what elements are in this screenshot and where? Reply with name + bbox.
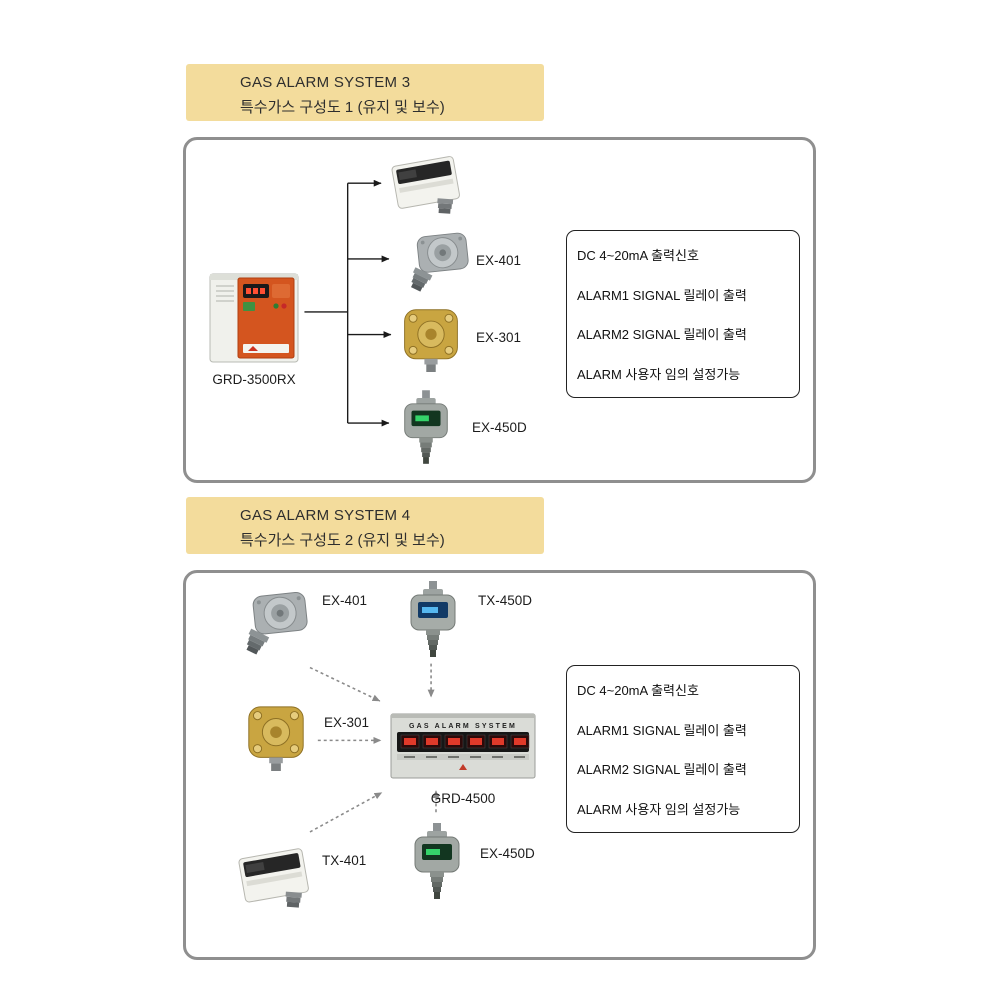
- section1-connection-lines: [304, 179, 392, 427]
- ex-401-label: EX-401: [476, 253, 522, 268]
- ex-301-detector-image: [242, 699, 310, 775]
- section2-connection-arrows: [309, 663, 440, 833]
- spec-line: ALARM2 SIGNAL 릴레이 출력: [577, 762, 747, 778]
- ex-401-detector-image: [396, 228, 476, 294]
- section2-diagram-panel: EX-401 TX-450D: [183, 570, 816, 960]
- section1-header: GAS ALARM SYSTEM 3 특수가스 구성도 1 (유지 및 보수): [186, 64, 544, 121]
- section1-subtitle: 특수가스 구성도 1 (유지 및 보수): [240, 99, 445, 116]
- spec-line: ALARM1 SIGNAL 릴레이 출력: [577, 287, 747, 303]
- spec-line: DC 4~20mA 출력신호: [577, 248, 699, 263]
- spec-line: ALARM 사용자 임의 설정가능: [577, 801, 741, 817]
- grd-3500rx-controller-image: [206, 266, 302, 368]
- section2-title: GAS ALARM SYSTEM 4: [240, 507, 411, 524]
- spec-line: ALARM1 SIGNAL 릴레이 출력: [577, 722, 747, 738]
- tx-450d-label: TX-450D: [478, 593, 533, 608]
- ex-401-label: EX-401: [322, 593, 368, 608]
- ex-450d-detector-image: [396, 388, 456, 468]
- spec-line: ALARM 사용자 임의 설정가능: [577, 366, 741, 382]
- ex-450d-detector-image: [406, 821, 468, 903]
- spec-line: ALARM2 SIGNAL 릴레이 출력: [577, 327, 747, 343]
- transmitter-image: [386, 149, 470, 219]
- ex-450d-label: EX-450D: [480, 846, 535, 861]
- section1-diagram-panel: GRD-3500RX: [183, 137, 816, 483]
- section2-spec-box: DC 4~20mA 출력신호 ALARM1 SIGNAL 릴레이 출력 ALAR…: [566, 665, 800, 833]
- grd-3500rx-label: GRD-3500RX: [212, 372, 296, 387]
- ex-301-label: EX-301: [324, 715, 370, 730]
- ex-301-label: EX-301: [476, 330, 522, 345]
- grd-4500-panel-title: GAS ALARM SYSTEM: [409, 723, 517, 730]
- spec-line: DC 4~20mA 출력신호: [577, 683, 699, 698]
- ex-450d-label: EX-450D: [472, 420, 527, 435]
- tx-401-transmitter-image: [234, 841, 318, 913]
- ex-401-detector-image: [231, 587, 315, 657]
- tx-450d-detector-image: [402, 579, 464, 661]
- grd-4500-label: GRD-4500: [430, 791, 496, 806]
- section1-title: GAS ALARM SYSTEM 3: [240, 74, 411, 91]
- section2-header: GAS ALARM SYSTEM 4 특수가스 구성도 2 (유지 및 보수): [186, 497, 544, 554]
- grd-4500-panel-image: GAS ALARM SYSTEM: [390, 706, 536, 786]
- section1-spec-box: DC 4~20mA 출력신호 ALARM1 SIGNAL 릴레이 출력 ALAR…: [566, 230, 800, 398]
- ex-301-detector-image: [398, 303, 464, 375]
- section2-subtitle: 특수가스 구성도 2 (유지 및 보수): [240, 532, 445, 549]
- tx-401-label: TX-401: [322, 853, 367, 868]
